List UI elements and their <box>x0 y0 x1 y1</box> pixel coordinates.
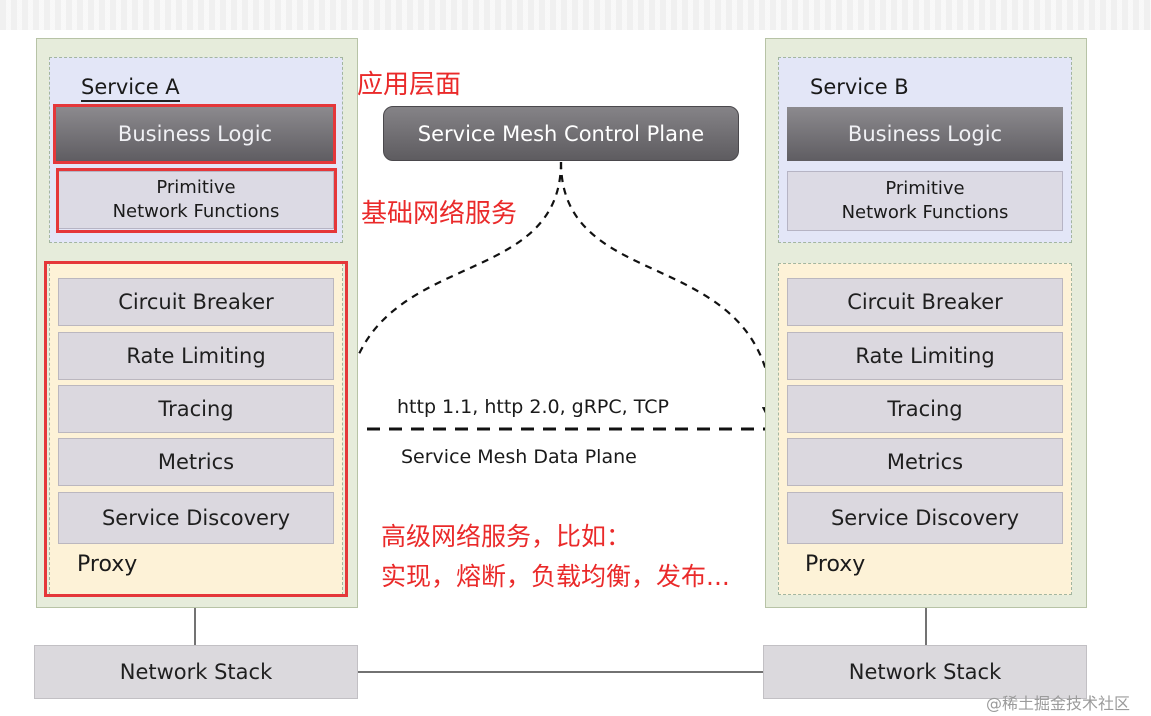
service-a-title: Service A <box>81 74 180 102</box>
data-plane-protocols: http 1.1, http 2.0, gRPC, TCP <box>397 396 669 418</box>
watermark-text: @稀土掘金技术社区 <box>986 694 1131 713</box>
service-b-title: Service B <box>810 75 909 99</box>
service-b-proxy-label: Proxy <box>805 552 866 577</box>
data-plane-label: Service Mesh Data Plane <box>401 446 637 468</box>
highlight-business-logic <box>53 104 336 164</box>
top-background-band <box>0 0 1151 30</box>
annotation-advanced-line2: 实现，熔断，负载均衡，发布... <box>381 562 730 591</box>
service-a-primitive-line2: Network Functions <box>112 201 280 222</box>
service-b-rate-limiting: Rate Limiting <box>787 332 1063 380</box>
highlight-proxy <box>44 261 348 597</box>
annotation-basic-network: 基础网络服务 <box>361 199 518 229</box>
service-a-circuit-breaker: Circuit Breaker <box>58 278 334 326</box>
service-a-service-discovery: Service Discovery <box>58 492 334 544</box>
service-a-primitive-line1: Primitive <box>156 177 236 198</box>
service-b-circuit-breaker: Circuit Breaker <box>787 278 1063 326</box>
service-b-service-discovery: Service Discovery <box>787 492 1063 544</box>
control-plane-box: Service Mesh Control Plane <box>383 106 739 161</box>
service-a-business-logic: Business Logic <box>56 107 334 161</box>
service-b-tracing: Tracing <box>787 385 1063 433</box>
highlight-primitive-network-functions <box>56 168 337 233</box>
service-a-rate-limiting: Rate Limiting <box>58 332 334 380</box>
service-a-proxy-label: Proxy <box>77 552 138 577</box>
service-b-primitive-line2: Network Functions <box>841 202 1009 223</box>
service-b-primitive-line1: Primitive <box>885 178 965 199</box>
service-a-metrics: Metrics <box>58 438 334 486</box>
annotation-app-layer: 应用层面 <box>357 70 462 100</box>
network-stack-left: Network Stack <box>34 645 358 699</box>
network-stack-right: Network Stack <box>763 645 1087 699</box>
control-plane-curve-right <box>559 161 784 429</box>
annotation-advanced-line1: 高级网络服务，比如： <box>381 522 632 551</box>
service-a-tracing: Tracing <box>58 385 334 433</box>
service-b-business-logic: Business Logic <box>787 107 1063 161</box>
service-b-metrics: Metrics <box>787 438 1063 486</box>
